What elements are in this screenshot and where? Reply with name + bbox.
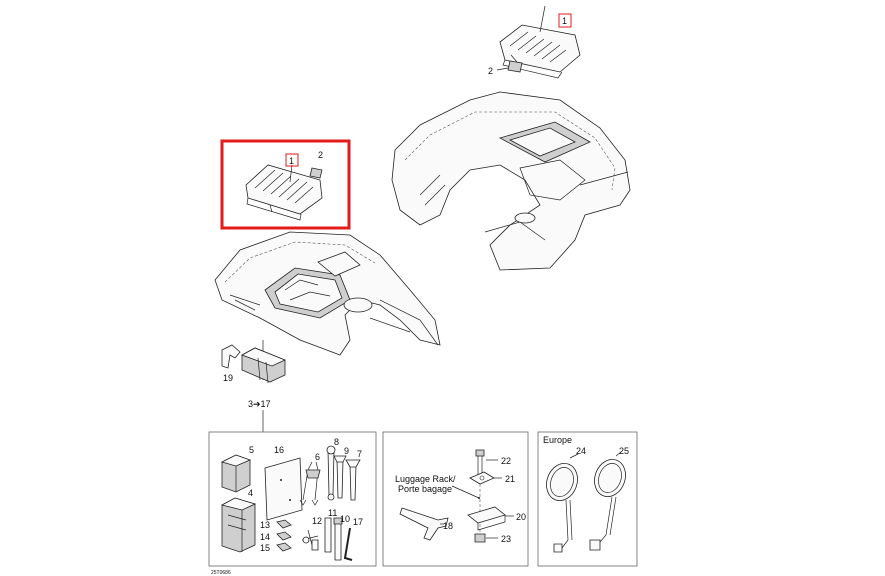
wrench-7: [345, 459, 361, 501]
callout-3-17: 3➔17: [248, 399, 271, 409]
nut-23: [474, 533, 486, 543]
callout-17: 17: [353, 517, 363, 527]
mirror-25: [589, 459, 626, 551]
top-cover-callout-box: [558, 13, 572, 28]
washer-21: [469, 471, 495, 485]
callout-1-top: 1: [562, 16, 567, 26]
callout-22: 22: [501, 456, 511, 466]
top-storage-cover: [499, 5, 581, 79]
callout-5: 5: [249, 445, 254, 455]
plate-20: [467, 506, 506, 531]
callout-6: 6: [315, 452, 320, 462]
callout-10: 10: [340, 514, 350, 524]
drawing-code: 25T0686: [211, 570, 231, 576]
callout-1-highlight: 1: [289, 156, 294, 166]
callout-2-highlight: 2: [318, 150, 323, 160]
callout-9: 9: [344, 446, 349, 456]
europe-label: Europe: [543, 435, 572, 445]
callout-25: 25: [619, 446, 629, 456]
callout-24: 24: [576, 446, 586, 456]
mirrors-box: [537, 431, 638, 567]
callout-23: 23: [501, 534, 511, 544]
callout-16: 16: [274, 445, 284, 455]
small-part-15: [276, 542, 292, 552]
callout-2-top: 2: [488, 66, 493, 76]
callout-11: 11: [328, 508, 337, 518]
luggage-rack-label-en: Luggage Rack/: [395, 474, 456, 484]
leader-rack-label: [451, 485, 480, 499]
bolt-22: [475, 449, 485, 475]
rear-fender-assembly: [391, 91, 631, 271]
callout-14: 14: [260, 532, 270, 542]
tool-kit-box: [208, 431, 377, 567]
bracket-18: [399, 507, 449, 541]
hex-key-17: [343, 527, 353, 561]
callout-15: 15: [260, 543, 270, 553]
left-clip-19: [221, 344, 241, 369]
callout-12: 12: [312, 516, 322, 526]
callout-7: 7: [357, 449, 362, 459]
tool-pouch-4: [220, 497, 257, 553]
callout-21: 21: [505, 474, 515, 484]
tool-kit-bag: [241, 347, 287, 384]
luggage-rack-label-fr: Porte bagage: [398, 484, 452, 494]
highlight-box: [220, 139, 351, 230]
pliers-6: [299, 461, 321, 506]
wrench-9: [333, 455, 347, 499]
small-part-13: [276, 519, 292, 529]
spark-plug-tool-12: [301, 529, 319, 551]
callout-8: 8: [334, 437, 339, 447]
small-part-14: [276, 531, 292, 541]
top-cover-clip: [496, 60, 523, 73]
mirror-24: [546, 463, 578, 553]
sheet-16: [264, 457, 303, 521]
highlighted-storage-cover: [245, 164, 323, 221]
luggage-rack-box: [382, 431, 529, 567]
callout-19: 19: [223, 373, 233, 383]
callout-20: 20: [516, 512, 526, 522]
callout-13: 13: [260, 520, 270, 530]
hl-cover-callout-box: [285, 153, 299, 167]
highlighted-clip: [309, 167, 323, 179]
owner-manual-5: [220, 454, 252, 493]
wrench-8: [326, 445, 336, 501]
tool-10: [333, 517, 343, 561]
tool-11: [324, 517, 332, 553]
callout-4: 4: [248, 488, 253, 498]
callout-18: 18: [443, 521, 453, 531]
front-fender-assembly: [214, 231, 441, 356]
